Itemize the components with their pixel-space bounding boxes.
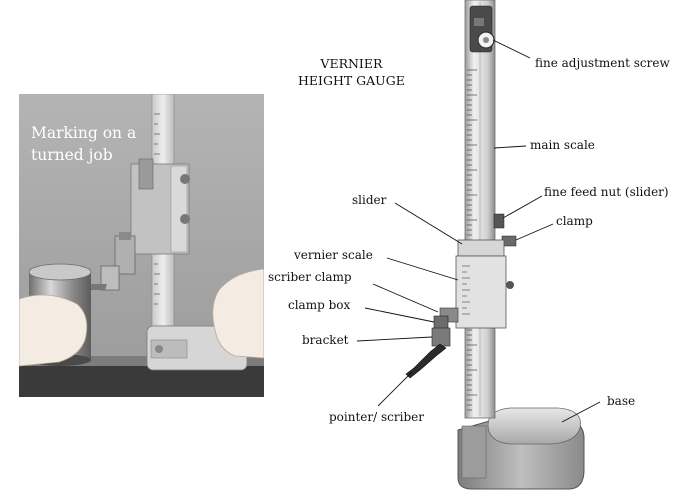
label-main-scale: main scale <box>530 138 595 152</box>
photo-illustration <box>19 94 264 397</box>
slider-shape <box>457 239 505 257</box>
diagram-title: VERNIER HEIGHT GAUGE <box>298 56 405 88</box>
label-pointer-scriber: pointer/ scriber <box>329 410 424 424</box>
label-vernier-scale: vernier scale <box>294 248 373 262</box>
label-fine-feed-nut: fine feed nut (slider) <box>544 185 669 199</box>
label-clamp: clamp <box>556 214 593 228</box>
label-base: base <box>607 394 636 408</box>
label-scriber-clamp: scriber clamp <box>268 270 352 284</box>
leader-lines <box>356 39 601 423</box>
label-slider: slider <box>352 193 387 207</box>
photo-caption: Marking on a turned job <box>31 124 137 164</box>
label-clamp-box: clamp box <box>288 298 351 312</box>
base-shape <box>457 407 585 490</box>
label-fine-adjustment-screw: fine adjustment screw <box>535 56 670 70</box>
photo-marking-on-turned-job: Marking on a turned job <box>19 94 264 397</box>
scriber-shape <box>405 343 447 379</box>
label-bracket: bracket <box>302 333 349 347</box>
